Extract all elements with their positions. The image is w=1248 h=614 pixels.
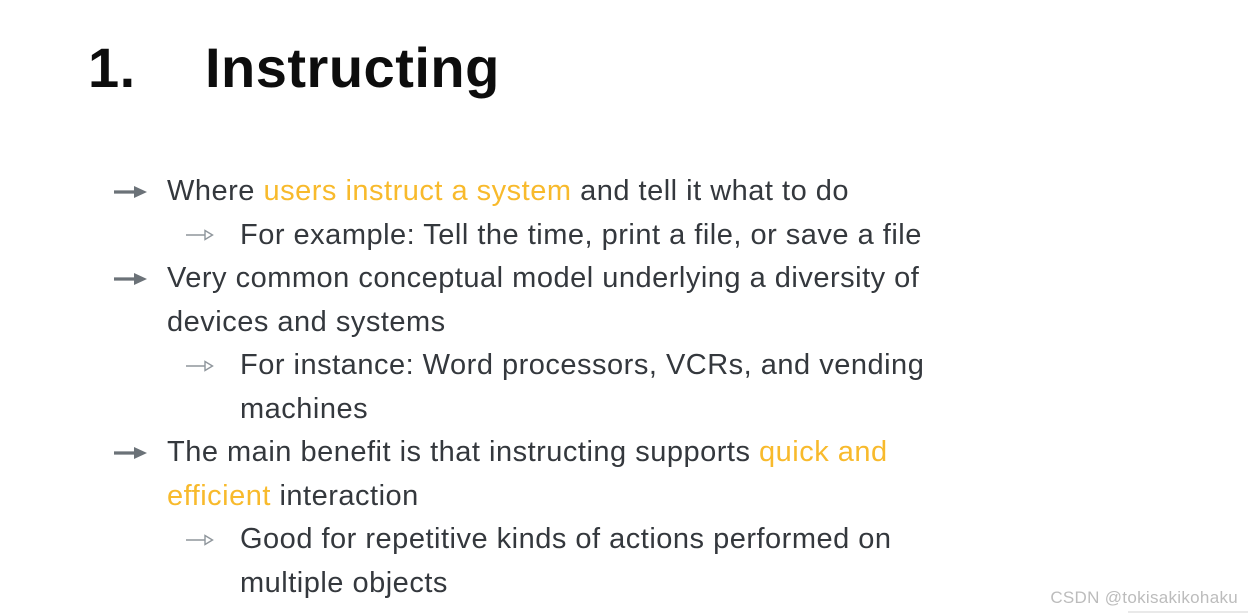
- list-item-text: Where users instruct a system and tell i…: [167, 170, 849, 214]
- list-item-text: Good for repetitive kinds of actions per…: [240, 518, 892, 605]
- body-text: Where: [167, 175, 264, 207]
- body-text: Good for repetitive kinds of actions per…: [240, 523, 892, 599]
- arrow-solid-icon: [113, 431, 167, 475]
- body-text: For instance: Word processors, VCRs, and…: [240, 349, 925, 425]
- list-item: For example: Tell the time, print a file…: [0, 214, 1180, 258]
- arrow-open-icon: [185, 518, 240, 562]
- list-item: Very common conceptual model underlying …: [0, 257, 1180, 344]
- arrow-solid-icon: [113, 257, 167, 301]
- watermark: CSDN @tokisakikohaku: [1050, 588, 1238, 607]
- watermark-underline: [1128, 611, 1248, 613]
- arrow-open-icon: [185, 344, 240, 388]
- highlighted-text: quick and efficient: [167, 436, 888, 512]
- body-text: and tell it what to do: [571, 175, 850, 207]
- body-text: The main benefit is that instructing sup…: [167, 436, 760, 468]
- slide-title: 1. Instructing: [88, 36, 500, 100]
- body-text: interaction: [270, 479, 419, 512]
- list-item-text: For example: Tell the time, print a file…: [240, 214, 922, 258]
- title-number: 1.: [88, 36, 136, 99]
- list-item-text: For instance: Word processors, VCRs, and…: [240, 344, 924, 431]
- list-item-text: The main benefit is that instructing sup…: [167, 431, 888, 518]
- list-item-text: Very common conceptual model underlying …: [167, 257, 919, 344]
- arrow-solid-icon: [113, 170, 167, 214]
- title-text: Instructing: [205, 36, 500, 99]
- highlighted-text: users instruct a system: [263, 175, 572, 207]
- list-item: The main benefit is that instructing sup…: [0, 431, 1180, 518]
- bullet-list: Where users instruct a system and tell i…: [0, 170, 1180, 605]
- list-item: Good for repetitive kinds of actions per…: [0, 518, 1180, 605]
- arrow-open-icon: [185, 214, 240, 258]
- body-text: Very common conceptual model underlying …: [167, 262, 920, 338]
- list-item: For instance: Word processors, VCRs, and…: [0, 344, 1180, 431]
- body-text: For example: Tell the time, print a file…: [240, 218, 922, 251]
- list-item: Where users instruct a system and tell i…: [0, 170, 1180, 214]
